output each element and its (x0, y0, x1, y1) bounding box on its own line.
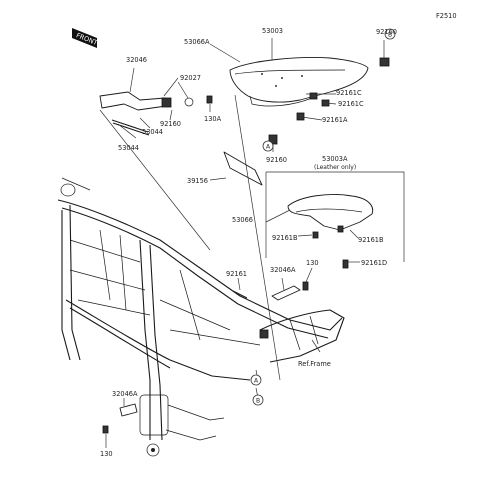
bolt-130a (206, 95, 213, 104)
chassis-frame (57, 177, 345, 457)
part-label-92160-mid: 92160 (160, 120, 181, 128)
front-arrow-icon: FRONT (72, 28, 99, 48)
leather-only-note: (Leather only) (314, 164, 356, 171)
bracket-32046a-low (119, 403, 138, 417)
part-label-53066a: 53066A (184, 38, 210, 46)
ref-circle-a-lower: A (250, 374, 262, 386)
part-label-53003a: 53003A (322, 155, 348, 163)
bolt-130-low (102, 425, 109, 434)
part-label-92161b-2: 92161B (358, 236, 384, 244)
svg-text:A: A (254, 378, 259, 385)
svg-text:A: A (266, 144, 271, 151)
ref-frame-label: Ref.Frame (298, 360, 331, 368)
part-label-92161a: 92161A (322, 116, 348, 124)
bracket-32046a-top (271, 285, 301, 301)
bumper-92161b-a (312, 231, 319, 239)
part-label-92161d: 92161D (361, 259, 387, 267)
part-label-32046a-top: 32046A (270, 266, 296, 274)
part-label-92027: 92027 (180, 74, 201, 82)
seat-53003 (229, 57, 369, 107)
grommet-92160-top (379, 57, 390, 67)
bolt-92161d (342, 259, 349, 269)
ref-circle-b-upper: B (384, 28, 396, 40)
part-label-92161c-1: 92161C (336, 89, 362, 97)
seat-cover-53066 (287, 194, 374, 231)
part-label-130a: 130A (204, 115, 222, 123)
part-label-53044-b: 53044 (118, 144, 139, 152)
part-label-92161: 92161 (226, 270, 247, 278)
part-label-92161b-1: 92161B (272, 234, 298, 242)
part-label-39156: 39156 (187, 177, 208, 185)
svg-text:B: B (256, 398, 260, 405)
ref-circle-b-lower: B (252, 394, 264, 406)
part-label-130-top: 130 (306, 259, 319, 267)
leader-lines (99, 38, 385, 448)
part-label-32046: 32046 (126, 56, 147, 64)
bumper-92161c-a (309, 92, 318, 100)
cover-group-box (266, 171, 405, 262)
part-label-53044-a: 53044 (142, 128, 163, 136)
part-label-92160-low: 92160 (266, 156, 287, 164)
part-label-53003: 53003 (262, 27, 283, 35)
part-label-130-low: 130 (100, 450, 113, 458)
bumper-92161b-b (337, 225, 344, 233)
part-label-92160-top: 92160 (376, 28, 397, 36)
seat-lock-assembly (99, 91, 212, 136)
figure-code: F2510 (436, 12, 457, 20)
part-label-32046a-low: 32046A (112, 390, 138, 398)
ref-circle-a-upper: A (262, 140, 274, 152)
bolt-130-top (302, 281, 309, 291)
part-label-92161c-2: 92161C (338, 100, 364, 108)
svg-text:B: B (388, 32, 392, 39)
plate-39156 (223, 151, 263, 186)
front-label: FRONT (75, 31, 99, 47)
pin-92161 (232, 290, 248, 299)
part-label-53066: 53066 (232, 216, 253, 224)
bumper-92161a (296, 112, 305, 121)
